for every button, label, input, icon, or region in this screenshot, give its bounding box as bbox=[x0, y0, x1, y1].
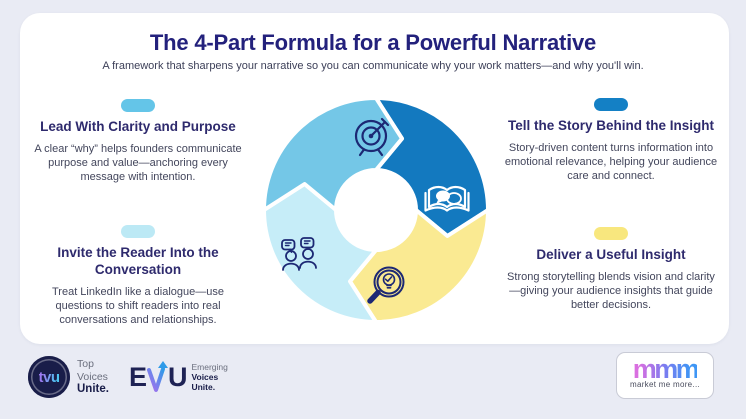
section-heading: Deliver a Useful Insight bbox=[536, 247, 686, 262]
segment-clarity bbox=[262, 96, 404, 212]
book-chat-icon bbox=[424, 185, 470, 212]
accent-pill bbox=[594, 227, 628, 240]
pill-shape bbox=[121, 99, 155, 112]
tvu-line: Top bbox=[77, 358, 94, 370]
page-title: The 4-Part Formula for a Powerful Narrat… bbox=[149, 30, 597, 55]
accent-pill bbox=[121, 99, 155, 112]
emerging-voices-unite-logo: E U Emerging Voices Unite. bbox=[129, 361, 228, 393]
section-body: A clear “why” helps founders communicate… bbox=[34, 143, 242, 183]
section-heading: Lead With Clarity and Purpose bbox=[40, 119, 236, 134]
tvu-abbr: tvu bbox=[38, 368, 61, 386]
page-subtitle: A framework that sharpens your narrative… bbox=[102, 60, 644, 72]
section-body: Story-driven content turns information i… bbox=[504, 142, 718, 182]
section-deliver: Deliver a Useful Insight Strong storytel… bbox=[502, 227, 720, 312]
tvu-line: Unite. bbox=[77, 383, 109, 395]
cycle-diagram bbox=[262, 96, 490, 324]
pill-shape bbox=[594, 98, 628, 111]
tvu-wordmark: Top Voices Unite. bbox=[77, 358, 109, 396]
tvu-line: Voices bbox=[77, 370, 108, 383]
people-chat-icon bbox=[281, 237, 317, 271]
evu-wordmark: Emerging Voices Unite. bbox=[191, 362, 227, 392]
section-story: Tell the Story Behind the Insight Story-… bbox=[502, 98, 720, 183]
evu-letter-e: E bbox=[128, 361, 147, 392]
accent-pill bbox=[594, 98, 628, 111]
section-body: Treat LinkedIn like a dialogue—use quest… bbox=[51, 286, 225, 326]
evu-line: Unite. bbox=[191, 382, 216, 392]
section-heading: Invite the Reader Into the Conversation bbox=[57, 245, 219, 277]
evu-line: Emerging bbox=[191, 362, 228, 372]
section-heading: Tell the Story Behind the Insight bbox=[507, 118, 714, 133]
top-voices-unite-logo: tvu Top Voices Unite. bbox=[28, 356, 109, 398]
target-icon bbox=[354, 117, 390, 157]
section-body: Strong storytelling blends vision and cl… bbox=[507, 271, 715, 311]
evu-line: Voices bbox=[191, 372, 219, 382]
mmm-squiggle-icon: mmm bbox=[632, 353, 700, 384]
magnifier-bulb-icon bbox=[367, 266, 405, 304]
evu-letters: E U bbox=[129, 361, 187, 393]
pill-shape bbox=[121, 225, 155, 238]
segment-insight bbox=[348, 208, 490, 324]
evu-v-arrow-icon bbox=[146, 361, 168, 392]
accent-pill bbox=[121, 225, 155, 238]
section-lead: Lead With Clarity and Purpose A clear “w… bbox=[30, 99, 246, 184]
section-invite: Invite the Reader Into the Conversation … bbox=[30, 225, 246, 327]
segment-story bbox=[374, 96, 490, 238]
evu-letter-u: U bbox=[167, 361, 187, 392]
footer-logos-left: tvu Top Voices Unite. E U Emer bbox=[28, 352, 228, 402]
tvu-badge-icon: tvu bbox=[28, 356, 70, 398]
segment-conversation bbox=[262, 182, 378, 324]
market-me-more-logo: mmm market me more... bbox=[616, 352, 714, 399]
pill-shape bbox=[594, 227, 628, 240]
mmm-caption: market me more... bbox=[629, 379, 700, 389]
